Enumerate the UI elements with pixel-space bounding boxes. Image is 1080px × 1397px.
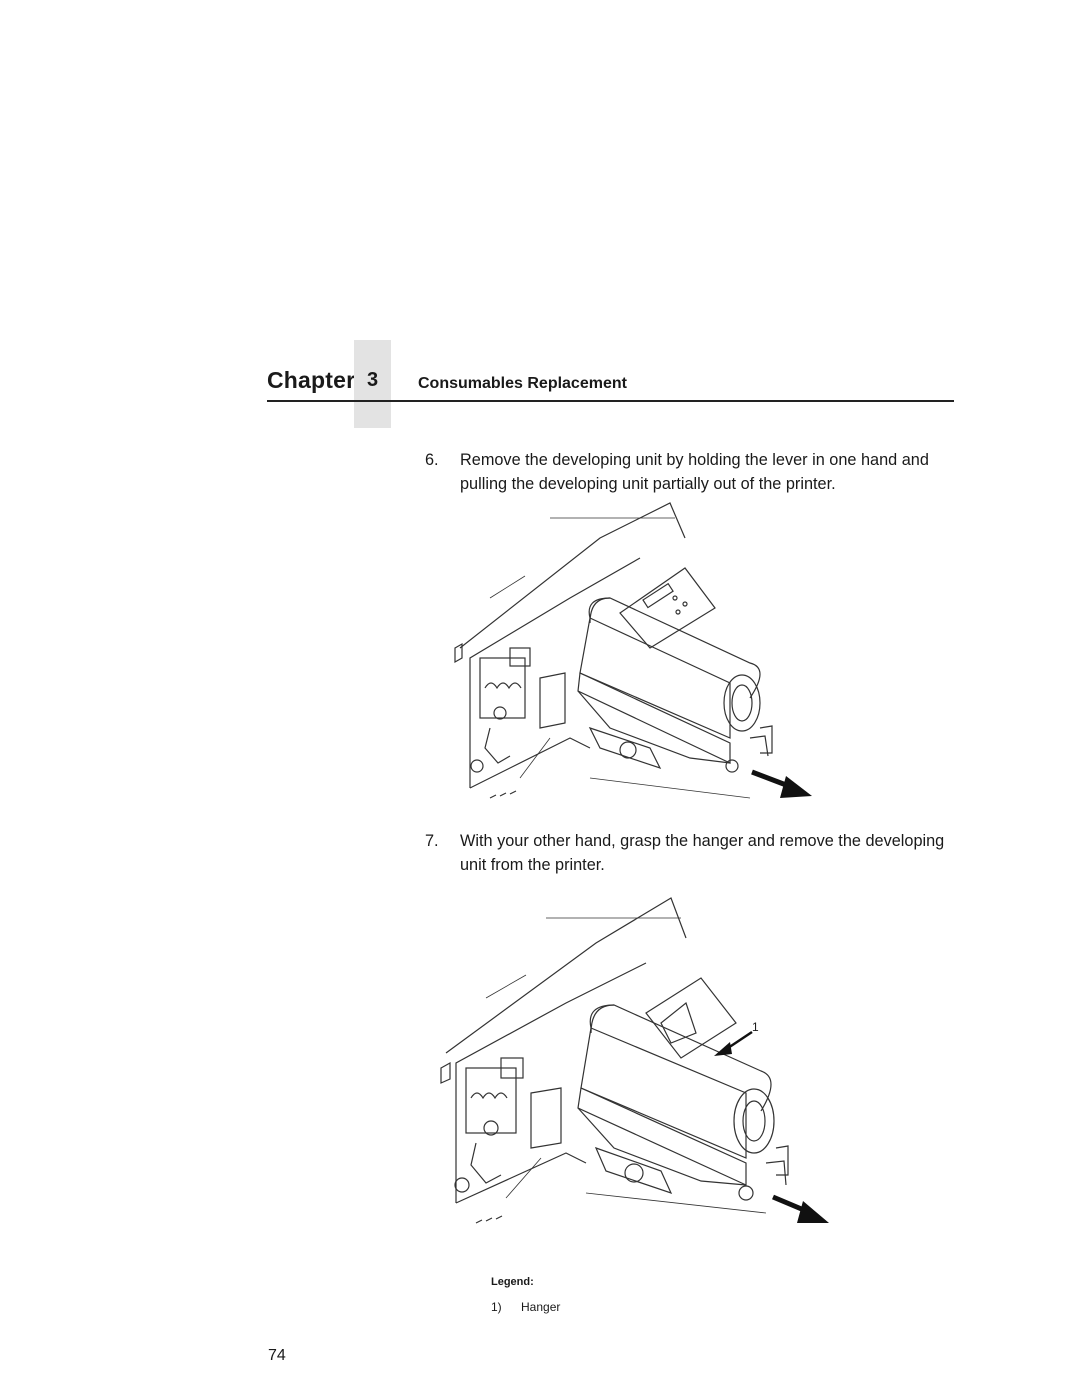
legend-title: Legend: [491,1276,534,1288]
legend-item: 1) Hanger [491,1300,560,1314]
legend-item-number: 1) [491,1300,502,1314]
step-7-number: 7. [425,832,439,850]
pull-arrow-icon [772,1194,829,1223]
step-6-number: 6. [425,451,439,469]
page-number: 74 [268,1347,286,1364]
section-title: Consumables Replacement [418,375,627,392]
figure-developing-unit-removal: 1 [436,893,831,1263]
figure-developing-unit-partial [450,498,820,818]
pull-arrow-icon [751,769,812,798]
chapter-label: Chapter [267,367,356,393]
step-7-text: With your other hand, grasp the hanger a… [460,832,945,874]
chapter-number: 3 [366,369,379,391]
chapter-tab [354,340,391,428]
step-6-text: Remove the developing unit by holding th… [460,451,929,493]
figure-callout-1: 1 [752,1020,759,1034]
callout-leader-icon [714,1030,753,1056]
header-rule [267,400,954,402]
legend-item-label: Hanger [521,1300,561,1314]
